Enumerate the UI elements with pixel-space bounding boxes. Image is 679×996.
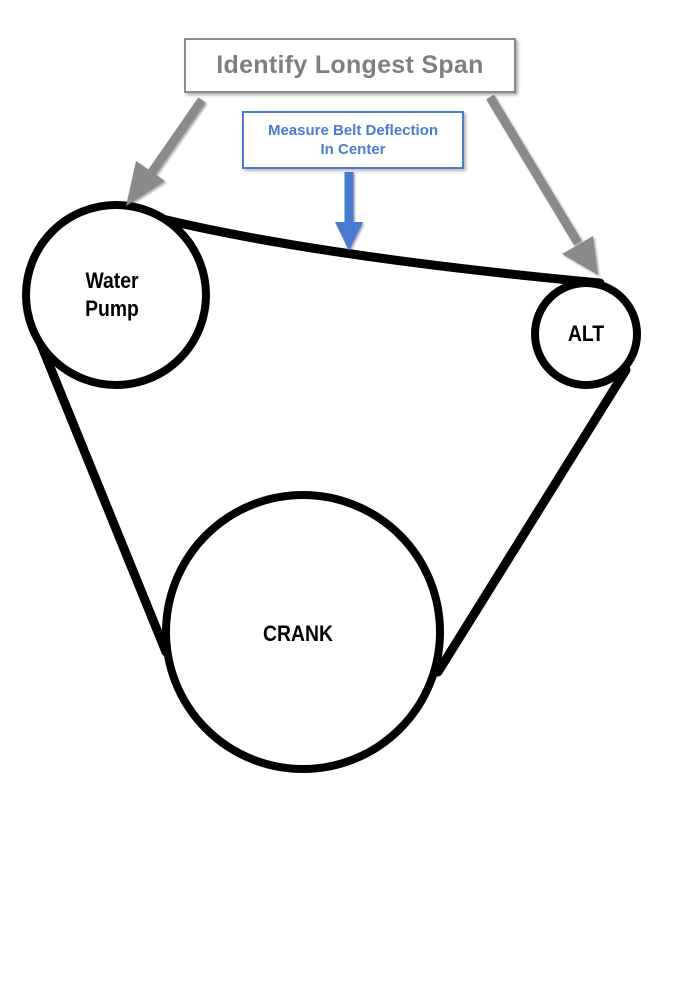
arrow-to-alternator — [486, 94, 598, 275]
water-pump-label-line1: Water — [85, 268, 139, 293]
crank-pulley — [162, 491, 444, 773]
measure-deflection-line2: In Center — [320, 141, 386, 158]
alternator-label: ALT — [567, 321, 605, 346]
identify-longest-span-callout: Identify Longest Span — [184, 38, 516, 93]
belt-right-span — [433, 365, 631, 677]
belt-left-span — [26, 315, 171, 657]
water-pump-label-line2: Pump — [85, 296, 139, 321]
measure-deflection-callout: Measure Belt Deflection In Center — [242, 111, 464, 169]
alternator-pulley — [531, 279, 641, 389]
crank-label: CRANK — [263, 621, 333, 646]
arrow-to-belt-center — [335, 172, 363, 251]
belt-top-span — [133, 208, 605, 288]
measure-deflection-line1: Measure Belt Deflection — [267, 122, 439, 139]
arrow-to-water-pump — [126, 97, 206, 206]
water-pump-pulley — [22, 201, 210, 389]
water-pump-label: Water Pump — [68, 267, 156, 323]
identify-longest-span-text: Identify Longest Span — [216, 51, 484, 79]
